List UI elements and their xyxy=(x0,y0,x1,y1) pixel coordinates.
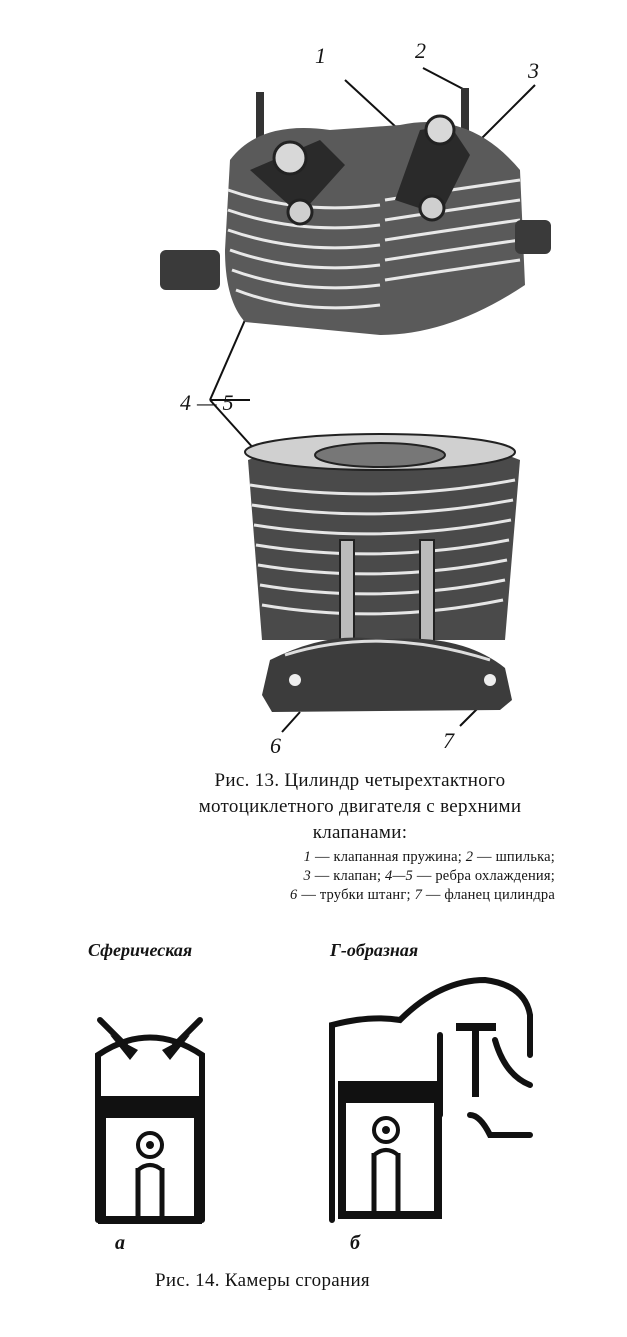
figure-14-caption: Рис. 14. Камеры сгорания xyxy=(155,1270,370,1291)
label-3: 3 xyxy=(528,58,539,83)
legend-text-2: — шпилька; xyxy=(477,849,555,865)
legend-text-3: — клапан; xyxy=(314,868,382,884)
label-4-5: 4—5 xyxy=(180,390,240,415)
legend-text-4-5: — ребра охлаждения; xyxy=(416,868,555,884)
cylinder-illustration xyxy=(160,67,551,733)
legend-num-7: 7 xyxy=(414,887,423,903)
l-shaped-chamber-diagram xyxy=(329,976,533,1223)
label-2: 2 xyxy=(415,38,426,63)
chamber-b-title: Г-образная xyxy=(330,940,419,960)
label-6: 6 xyxy=(270,733,281,758)
figure-13-caption: Рис. 13. Цилиндр четырехтактного мотоцик… xyxy=(198,770,522,843)
label-7: 7 xyxy=(443,728,454,753)
legend-num-4-5: 4—5 xyxy=(385,868,413,884)
spherical-chamber-diagram xyxy=(95,1017,205,1224)
figure-13-legend: 1 — клапанная пружина; 2 — шпилька; 3 — … xyxy=(155,848,555,905)
legend-num-1: 1 xyxy=(303,849,312,865)
legend-text-6: — трубки штанг; xyxy=(301,887,411,903)
chamber-a-title: Сферическая xyxy=(88,940,193,960)
chamber-a-letter: а xyxy=(115,1232,125,1254)
legend-num-6: 6 xyxy=(290,887,298,903)
legend-text-1: — клапанная пружина; xyxy=(314,849,462,865)
legend-num-3: 3 xyxy=(303,868,311,884)
chamber-b-letter: б xyxy=(350,1232,360,1254)
legend-num-2: 2 xyxy=(465,849,474,865)
cylinder-barrel xyxy=(244,433,520,712)
label-1: 1 xyxy=(315,43,326,68)
cylinder-head xyxy=(160,88,551,335)
legend-text-7: — фланец цилиндра xyxy=(425,887,555,903)
